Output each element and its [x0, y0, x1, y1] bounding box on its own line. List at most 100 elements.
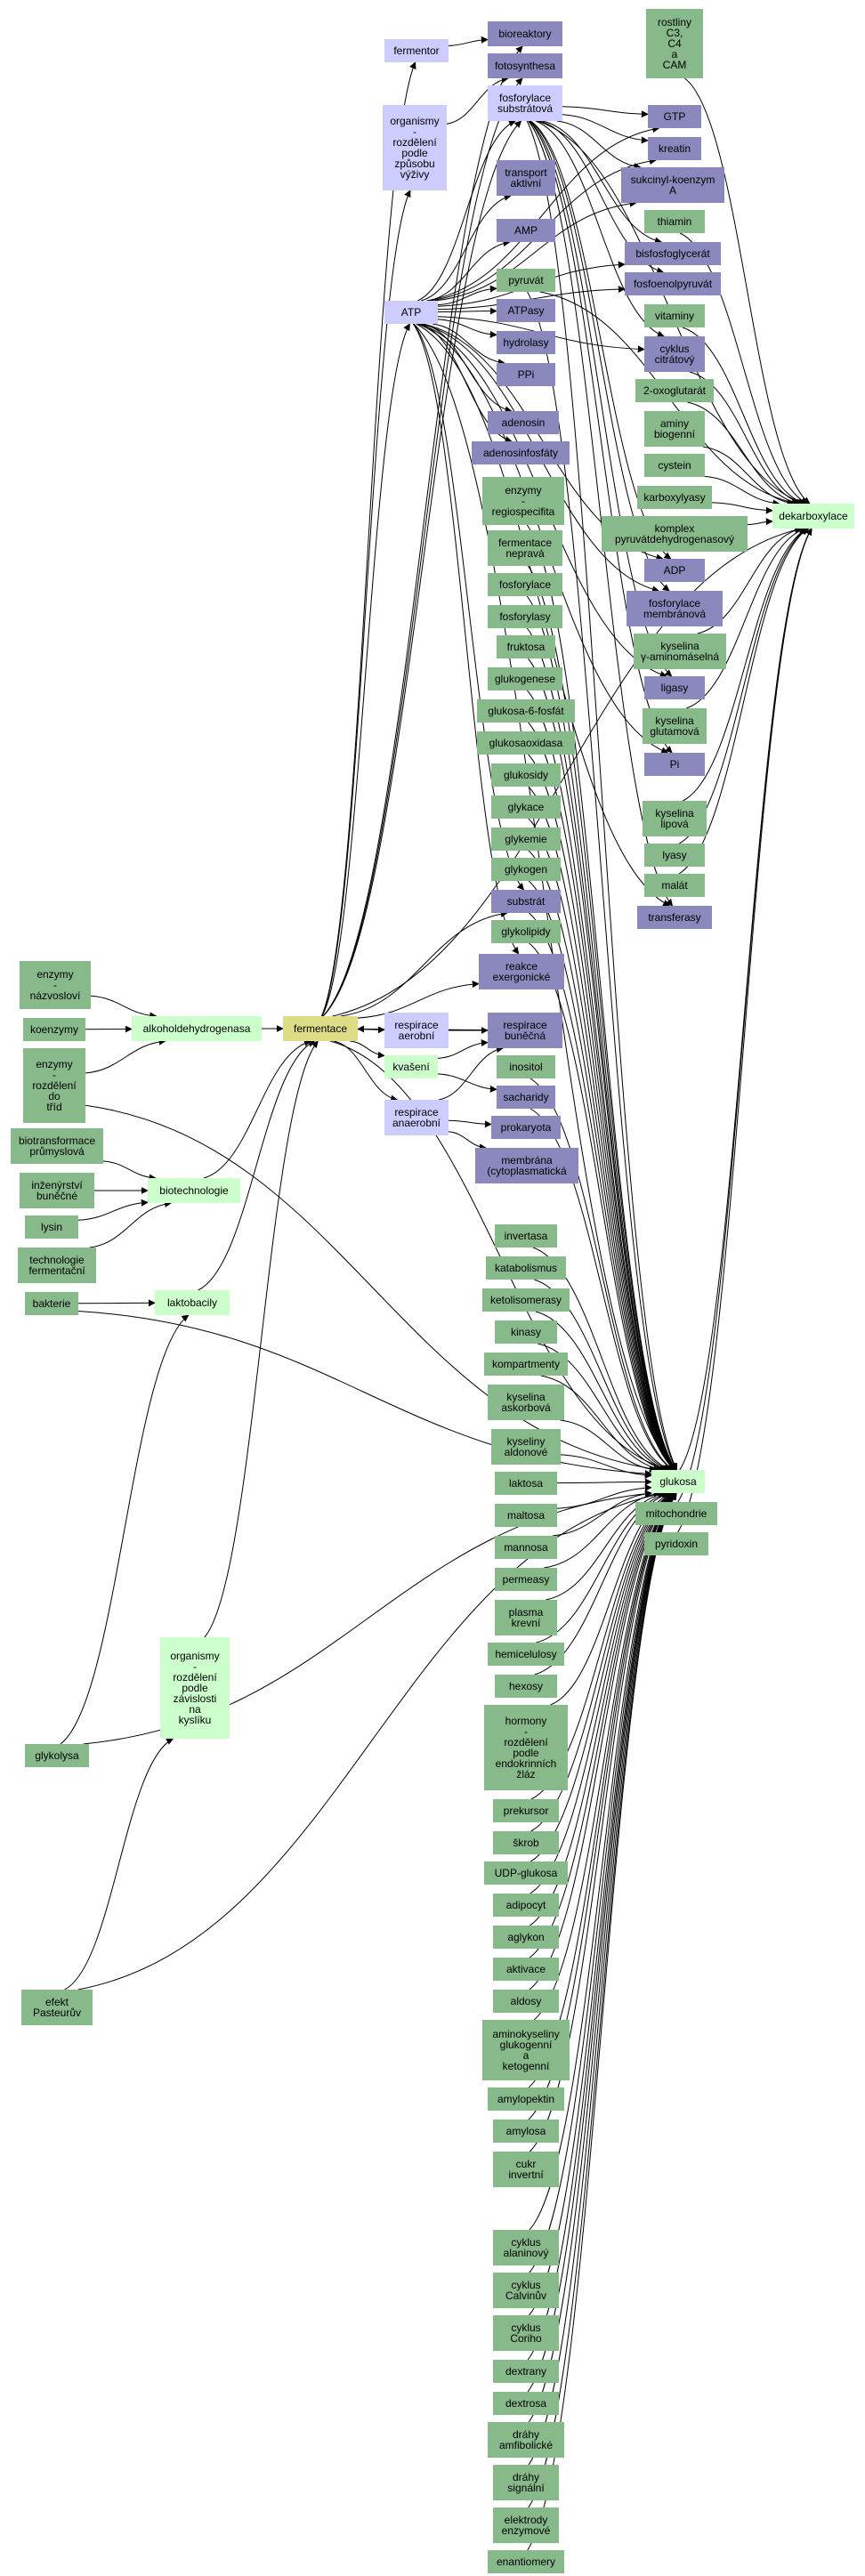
node-pi: Pi — [644, 753, 705, 776]
node-box — [472, 441, 570, 464]
node-box — [148, 1178, 240, 1203]
node-label-line: cyklus — [511, 2236, 540, 2249]
node-adipocyt: adipocyt — [493, 1894, 559, 1917]
node-box — [479, 954, 564, 989]
node-label-line: inženýrství — [31, 1179, 83, 1191]
node-label-line: pyruvátdehydrogenasový — [615, 533, 734, 545]
edge-atp-to-fosforylace-substratova — [416, 120, 516, 302]
node-label-line: kyslíku — [179, 1714, 212, 1726]
edge-glukosa-to-dekarboxylace — [679, 528, 812, 1471]
node-label-line: organismy — [390, 115, 439, 127]
edge-enantiomery-to-glukosa — [527, 1492, 677, 2551]
node-box — [495, 1600, 557, 1635]
node-box — [23, 1048, 85, 1123]
node-label-line: kompartmenty — [492, 1358, 560, 1370]
node-hydrolasy: hydrolasy — [497, 331, 555, 354]
node-label-line: substrátová — [497, 102, 553, 115]
edge-atp-to-pyruvat — [437, 285, 497, 306]
node-box — [497, 331, 555, 354]
node-label-line: PPi — [518, 368, 535, 381]
node-glykogen: glykogen — [491, 858, 561, 881]
node-label-line: aminy — [660, 417, 689, 430]
node-label-line: do — [48, 1090, 61, 1102]
node-box — [497, 363, 555, 386]
node-label-line: aktivní — [511, 177, 542, 190]
node-box — [635, 379, 714, 402]
edge-fosforylace-substratova-to-fosforylace-membranova — [530, 120, 670, 592]
node-box — [497, 1055, 555, 1078]
edge-organismy-kyslik-to-fermentace — [204, 1040, 319, 1638]
node-label-line: fruktosa — [507, 641, 546, 653]
node-box — [493, 1990, 559, 2013]
node-box — [384, 1013, 449, 1048]
node-kreatin: kreatin — [648, 137, 701, 160]
node-label-line: kyseliny — [507, 1435, 546, 1448]
node-label-line: elektrody — [505, 2514, 548, 2526]
node-box — [491, 858, 561, 881]
node-label-line: prokaryota — [501, 1121, 552, 1134]
node-inositol: inositol — [497, 1055, 555, 1078]
node-label-line: adenosin — [502, 416, 546, 429]
node-sacharidy: sacharidy — [497, 1086, 555, 1109]
node-label-line: respirace — [394, 1106, 439, 1118]
edge-atp-to-hydrolasy — [437, 319, 497, 338]
node-box — [486, 1256, 566, 1280]
edge-kyselina-askorbova-to-glukosa — [560, 1419, 657, 1474]
node-pyruvat: pyruvát — [497, 269, 555, 292]
node-box — [283, 1016, 358, 1041]
node-label-line: adipocyt — [506, 1899, 546, 1911]
node-label-line: průmyslová — [29, 1145, 85, 1158]
edge-fosforylace-substratova-to-gtp — [562, 106, 649, 118]
node-label-line: permeasy — [503, 1573, 550, 1586]
node-dextrosa: dextrosa — [493, 2392, 559, 2415]
node-enzymy-nazvoslovi: enzymy-názvosloví — [20, 961, 91, 1009]
node-enzymy-regio: enzymy-regiospecifita — [482, 477, 564, 525]
node-label-line: glukosa-6-fosfát — [488, 705, 564, 717]
edge-fosforylace-substratova-to-sukcinyl — [557, 120, 642, 171]
node-label-line: fermentace — [294, 1022, 347, 1035]
node-label-line: hormony — [505, 1715, 547, 1727]
node-label-line: názvosloví — [30, 989, 81, 1002]
node-box — [20, 961, 91, 1009]
node-label-line: dextrosa — [505, 2397, 546, 2410]
node-box — [648, 137, 701, 160]
node-label-line: aktivace — [506, 1963, 546, 1975]
node-label-line: organismy — [170, 1650, 219, 1662]
node-label-line: fosforylace — [649, 597, 700, 610]
node-label-line: regiospecifita — [492, 505, 555, 518]
node-enantiomery: enantiomery — [488, 2550, 564, 2573]
node-box — [643, 801, 707, 836]
node-label-line: (cytoplasmatická — [487, 1165, 567, 1177]
node-label-line: transport — [505, 166, 547, 179]
node-label-line: membrána — [501, 1154, 553, 1167]
node-box — [21, 1990, 93, 2025]
node-box — [488, 2550, 564, 2573]
nodes-layer: fermentacefermentororganismy-rozdělenípo… — [11, 9, 854, 2573]
node-label-line: kyselina — [660, 640, 699, 652]
node-label-line: Pasteurův — [33, 2007, 81, 2019]
node-label-line: ligasy — [661, 682, 689, 694]
node-label-line: exergonické — [493, 971, 551, 983]
node-hexosy: hexosy — [495, 1675, 557, 1698]
node-substrat: substrát — [491, 890, 561, 913]
edge-biotechnologie-to-fermentace — [203, 1039, 311, 1179]
node-laktosa: laktosa — [495, 1472, 557, 1495]
node-label-line: a — [523, 2049, 530, 2062]
edge-technologie-to-biotechnologie — [89, 1199, 173, 1248]
node-label-line: katabolismus — [495, 1262, 557, 1274]
node-box — [493, 1958, 559, 1981]
edge-rostliny-to-dekarboxylace — [684, 77, 811, 505]
node-label-line: fermentor — [393, 44, 439, 57]
node-biotechnologie: biotechnologie — [148, 1178, 240, 1203]
edge-elektrody-to-glukosa — [528, 1492, 677, 2508]
node-label-line: glukogenese — [495, 673, 555, 685]
node-box — [160, 1637, 230, 1739]
edge-kvaseni-to-respirace-bunecna — [437, 1038, 489, 1059]
node-label-line: askorbová — [501, 1401, 551, 1414]
node-label-line: komplex — [655, 522, 695, 535]
node-label-line: fosforylasy — [499, 610, 550, 623]
node-box — [644, 1532, 708, 1555]
